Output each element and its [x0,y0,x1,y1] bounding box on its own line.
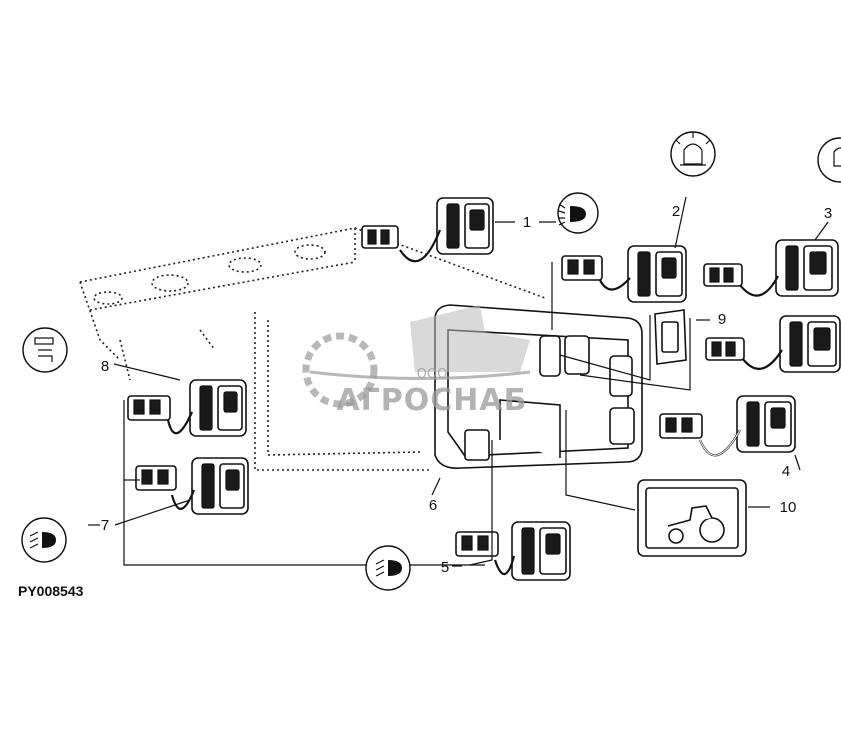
rocker-switch-4 [659,395,796,457]
symbol-transmission-8 [22,327,68,373]
callout-number: 7 [101,517,109,534]
watermark-line2: АГРОСНАБ [336,383,527,418]
rocker-switch-7 [135,457,249,515]
callout-number: 6 [429,497,437,514]
callout-number: 8 [101,358,109,375]
leader-lines [88,196,829,567]
rocker-switch-right [705,315,841,373]
cab-outline [79,227,546,471]
symbol-beacon-2 [670,131,716,177]
symbol-headlight-7 [21,517,67,563]
watermark-line1: ООО [417,367,448,382]
rocker-switch-3 [703,239,839,297]
callout-number: 4 [782,463,790,480]
rocker-switch-1 [361,197,494,263]
rocker-switch-8 [127,379,247,437]
tractor-decal-10 [637,479,747,557]
callout-number: 9 [718,311,726,328]
watermark: ООО АГРОСНАБ [302,305,531,418]
symbol-light-3 [817,137,841,183]
callout-number: 1 [523,214,531,231]
callout-number: 10 [780,499,797,516]
callout-number: 2 [672,203,680,220]
rocker-switch-2 [561,245,687,303]
symbol-work-light-1 [557,192,599,234]
callout-number: 5 [441,559,449,576]
rocker-switch-5 [455,521,571,581]
figure-id: PY008543 [18,583,84,599]
callout-number: 3 [824,205,832,222]
symbol-headlight-5 [365,545,411,591]
blank-cover-9 [654,309,687,365]
